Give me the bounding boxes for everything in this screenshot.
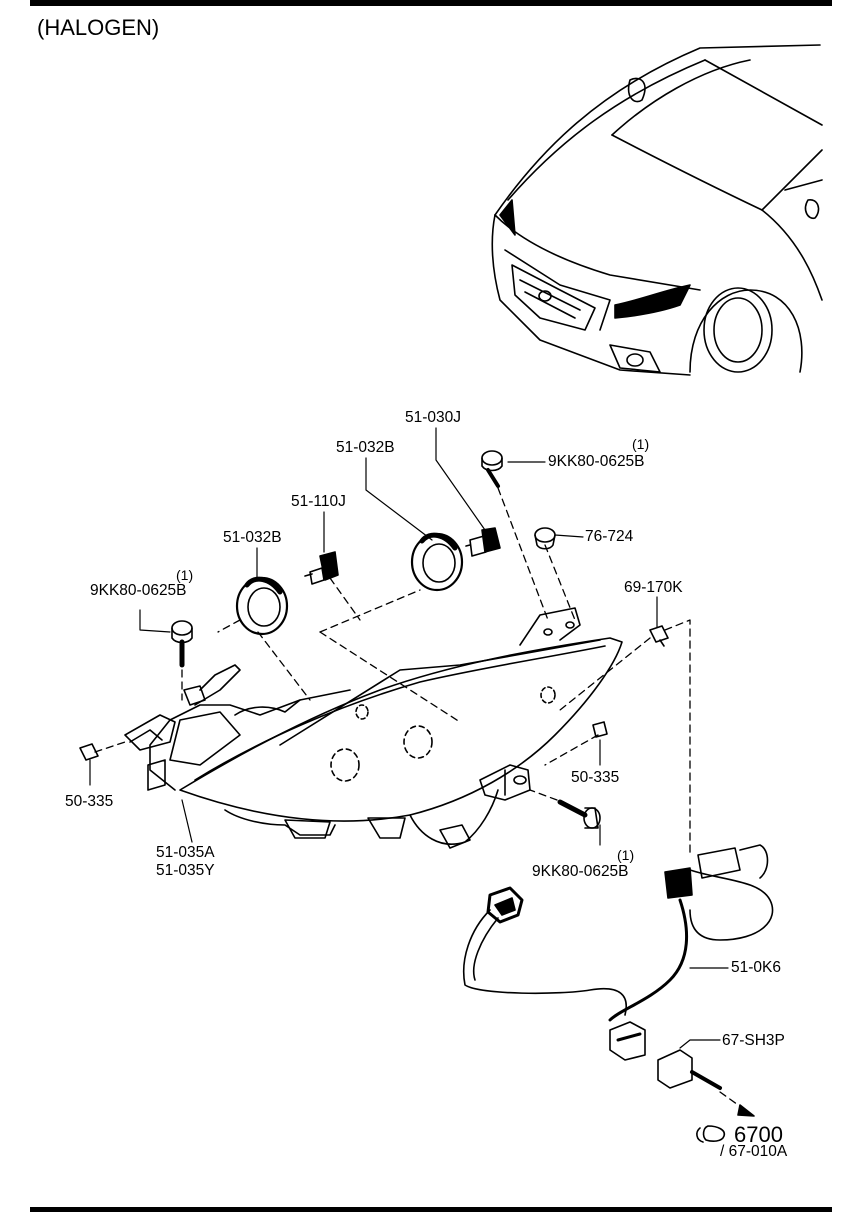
ref-section-number[interactable]: 6700 [734, 1122, 783, 1147]
side-marker-part [649, 625, 669, 647]
bolt-top-part [481, 450, 503, 488]
cap-small-part [235, 576, 289, 636]
top-border [30, 0, 832, 6]
label-plug: 76-724 [585, 528, 634, 545]
side-bulb-part [304, 551, 339, 585]
clip-left-part [79, 743, 99, 761]
label-cap-small: 51-032B [223, 529, 282, 546]
label-harness: 51-0K6 [731, 959, 781, 976]
harness-part [462, 844, 774, 1061]
label-connector: 67-SH3P [722, 1032, 785, 1049]
ref-section-sub[interactable]: / 67-010A [720, 1143, 788, 1160]
label-bolt-top: 9KK80-0625B [548, 453, 645, 470]
label-clip-left: 50-335 [65, 793, 114, 810]
label-side-marker: 69-170K [624, 579, 683, 596]
headlamp-assembly [124, 607, 623, 849]
cap-large-part [410, 532, 464, 592]
connector-part [657, 1049, 722, 1090]
bolt-lower-part [557, 799, 601, 829]
dashed-assembly-lines [94, 487, 749, 1113]
diagram-heading: (HALOGEN) [37, 15, 160, 40]
label-bolt-left: 9KK80-0625B [90, 582, 187, 599]
label-bolt-lower: 9KK80-0625B [532, 863, 629, 880]
leader-lines [89, 427, 729, 1049]
qty-bolt-top: (1) [632, 436, 650, 452]
label-cap-large: 51-032B [336, 439, 395, 456]
vehicle-illustration [491, 44, 823, 376]
bolt-left-part [171, 620, 193, 668]
arrow-head-icon [737, 1104, 755, 1117]
reference-symbol-icon [696, 1125, 726, 1143]
bulb-socket-part [465, 527, 501, 557]
label-side-bulb: 51-110J [291, 493, 346, 510]
label-headlamp-a: 51-035A [156, 844, 215, 861]
qty-bolt-lower: (1) [617, 847, 635, 863]
label-headlamp-y: 51-035Y [156, 862, 215, 879]
bottom-border [30, 1207, 832, 1212]
qty-bolt-left: (1) [176, 567, 194, 583]
label-clip-right: 50-335 [571, 769, 620, 786]
label-bulb-socket: 51-030J [405, 409, 462, 426]
clip-right-part [592, 721, 608, 738]
